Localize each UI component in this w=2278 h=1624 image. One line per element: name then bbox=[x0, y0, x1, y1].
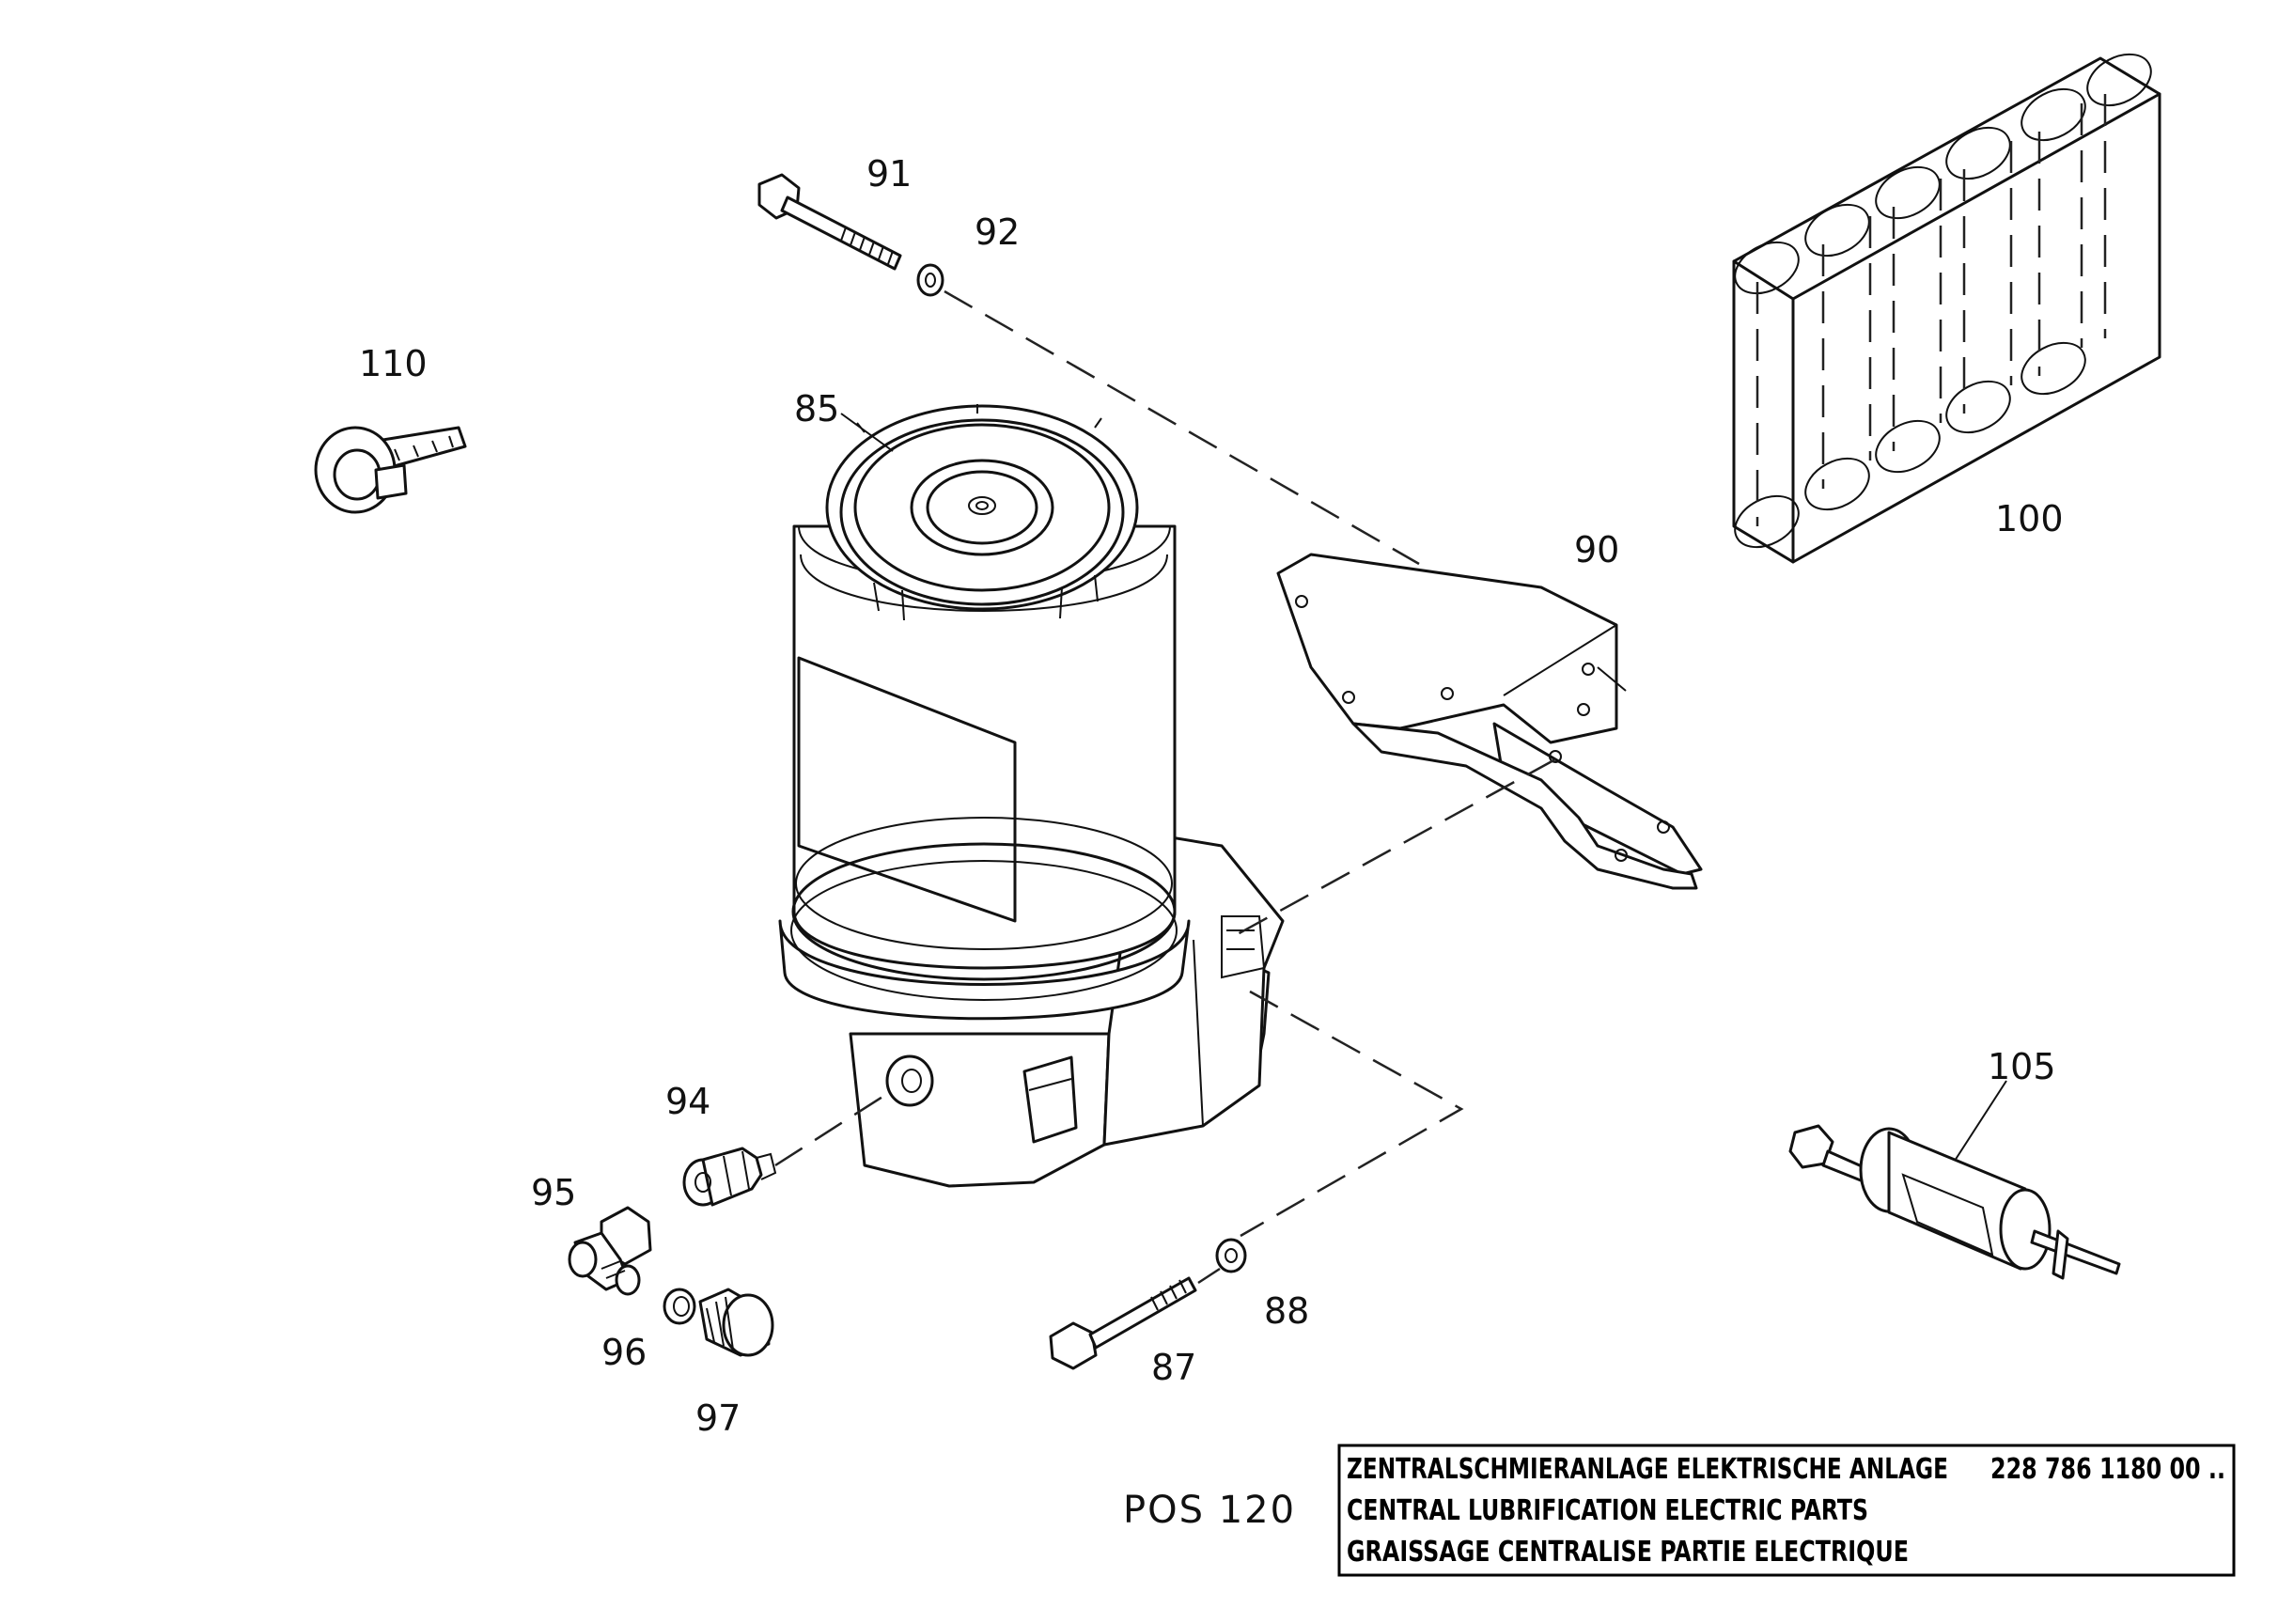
callout-95: 95 bbox=[531, 1172, 576, 1213]
assembly-line-bracket bbox=[1235, 757, 1556, 937]
o-ring-96-part bbox=[663, 1288, 696, 1325]
part-number: 228 786 1180 00 .. bbox=[1990, 1453, 2225, 1486]
callout-85: 85 bbox=[794, 388, 839, 429]
callout-105: 105 bbox=[1988, 1046, 2056, 1087]
battery-pack-part bbox=[1732, 53, 2161, 564]
callout-110: 110 bbox=[359, 343, 428, 384]
cable-tie-part bbox=[314, 426, 467, 514]
callout-90: 90 bbox=[1574, 529, 1619, 570]
fitting-94-part bbox=[682, 1147, 777, 1207]
bracket-90-part bbox=[1276, 553, 1703, 890]
callout-94: 94 bbox=[665, 1081, 710, 1122]
assembly-line-87 bbox=[1197, 1267, 1221, 1285]
callout-91: 91 bbox=[866, 153, 912, 195]
title-line-fr: GRAISSAGE CENTRALISE PARTIE ELECTRIQUE bbox=[1347, 1536, 1909, 1569]
assembly-line-88 bbox=[1240, 990, 1464, 1238]
callout-88: 88 bbox=[1264, 1290, 1309, 1332]
callout-92: 92 bbox=[975, 211, 1020, 253]
bolt-91-part bbox=[757, 173, 902, 271]
cap-97-part bbox=[698, 1288, 774, 1357]
grease-gun-part bbox=[1788, 1080, 2121, 1280]
position-label: POS 120 bbox=[1123, 1489, 1296, 1532]
washer-88-part bbox=[1215, 1238, 1247, 1273]
callout-87: 87 bbox=[1151, 1347, 1196, 1388]
title-line-de: ZENTRALSCHMIERANLAGE ELEKTRISCHE ANLAGE bbox=[1347, 1453, 1948, 1486]
bolt-87-part bbox=[1049, 1276, 1197, 1370]
assembly-line-94 bbox=[774, 1088, 894, 1167]
callout-97: 97 bbox=[695, 1398, 741, 1439]
washer-92-part bbox=[916, 263, 944, 297]
title-block: ZENTRALSCHMIERANLAGE ELEKTRISCHE ANLAGE … bbox=[1337, 1444, 2236, 1577]
callout-100: 100 bbox=[1995, 498, 2064, 539]
title-line-en: CENTRAL LUBRIFICATION ELECTRIC PARTS bbox=[1347, 1494, 1868, 1527]
callout-96: 96 bbox=[601, 1332, 647, 1373]
elbow-95-part bbox=[568, 1206, 652, 1296]
lubrication-pump-part bbox=[778, 404, 1285, 1188]
